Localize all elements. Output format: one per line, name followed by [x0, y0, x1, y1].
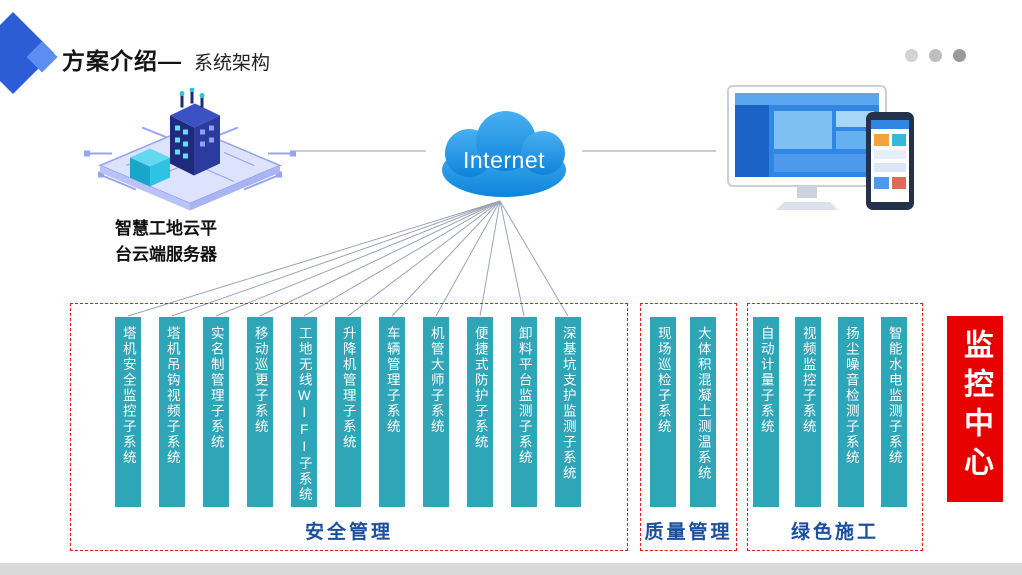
system-bar-label: 大体积混凝土测温系统 — [695, 326, 711, 481]
system-bar-label: 塔机吊钩视频子系统 — [164, 326, 180, 466]
system-bar: 塔机安全监控子系统 — [115, 317, 141, 507]
system-bar: 卸料平台监测子系统 — [511, 317, 537, 507]
system-bar: 视频监控子系统 — [795, 317, 821, 507]
system-bar-label: 扬尘噪音检测子系统 — [843, 326, 859, 466]
system-bar-label: 移动巡更子系统 — [252, 326, 268, 435]
header-dots-decoration — [905, 49, 966, 62]
cloud-shape — [442, 111, 566, 197]
system-bar-label: 实名制管理子系统 — [208, 326, 224, 450]
system-bar-label: 深基坑支护监测子系统 — [560, 326, 576, 481]
system-bar-label: 便捷式防护子系统 — [472, 326, 488, 450]
system-bar: 便捷式防护子系统 — [467, 317, 493, 507]
system-bar: 大体积混凝土测温系统 — [690, 317, 716, 507]
title-sub: 系统架构 — [194, 53, 271, 74]
system-bar-label: 车辆管理子系统 — [384, 326, 400, 435]
system-bar-label: 塔机安全监控子系统 — [120, 326, 136, 466]
system-bar: 机管大师子系统 — [423, 317, 449, 507]
system-bar: 深基坑支护监测子系统 — [555, 317, 581, 507]
monitoring-devices-illustration — [727, 85, 914, 210]
bottom-strip — [0, 563, 1022, 575]
system-bar-label: 工地无线WIFI子系统 — [296, 326, 312, 503]
title-main: 方案介绍— — [62, 48, 182, 74]
system-bar-label: 智能水电监测子系统 — [886, 326, 902, 466]
system-bar: 智能水电监测子系统 — [881, 317, 907, 507]
group-label-safety: 安全管理 — [304, 522, 393, 543]
page-title: 方案介绍— 系统架构 — [62, 42, 270, 76]
system-bar-label: 现场巡检子系统 — [655, 326, 671, 435]
cloud-server-illustration — [84, 88, 296, 211]
monitoring-center-box: 监控中心 — [947, 316, 1003, 502]
server-label: 智慧工地云平台云端服务器 — [115, 219, 217, 264]
system-bar-label: 升降机管理子系统 — [340, 326, 356, 450]
system-bar: 移动巡更子系统 — [247, 317, 273, 507]
group-box-safety — [70, 303, 628, 551]
system-bar-label: 卸料平台监测子系统 — [516, 326, 532, 466]
internet-cloud: Internet — [424, 108, 584, 202]
dot-icon — [929, 49, 942, 62]
dot-icon — [905, 49, 918, 62]
internet-label: Internet — [463, 146, 545, 173]
system-bar: 自动计量子系统 — [753, 317, 779, 507]
group-label-green: 绿色施工 — [790, 522, 879, 543]
group-box-green — [747, 303, 923, 551]
system-bar: 实名制管理子系统 — [203, 317, 229, 507]
system-bar: 车辆管理子系统 — [379, 317, 405, 507]
system-bar: 扬尘噪音检测子系统 — [838, 317, 864, 507]
system-bar-label: 机管大师子系统 — [428, 326, 444, 435]
system-bar-label: 视频监控子系统 — [800, 326, 816, 435]
dot-icon — [953, 49, 966, 62]
group-label-quality: 质量管理 — [644, 522, 733, 543]
system-bar: 塔机吊钩视频子系统 — [159, 317, 185, 507]
group-box-quality — [640, 303, 737, 551]
monitoring-center-label: 监控中心 — [959, 329, 992, 485]
system-bar-label: 自动计量子系统 — [758, 326, 774, 435]
system-bar: 工地无线WIFI子系统 — [291, 317, 317, 507]
system-bar: 升降机管理子系统 — [335, 317, 361, 507]
system-bar: 现场巡检子系统 — [650, 317, 676, 507]
